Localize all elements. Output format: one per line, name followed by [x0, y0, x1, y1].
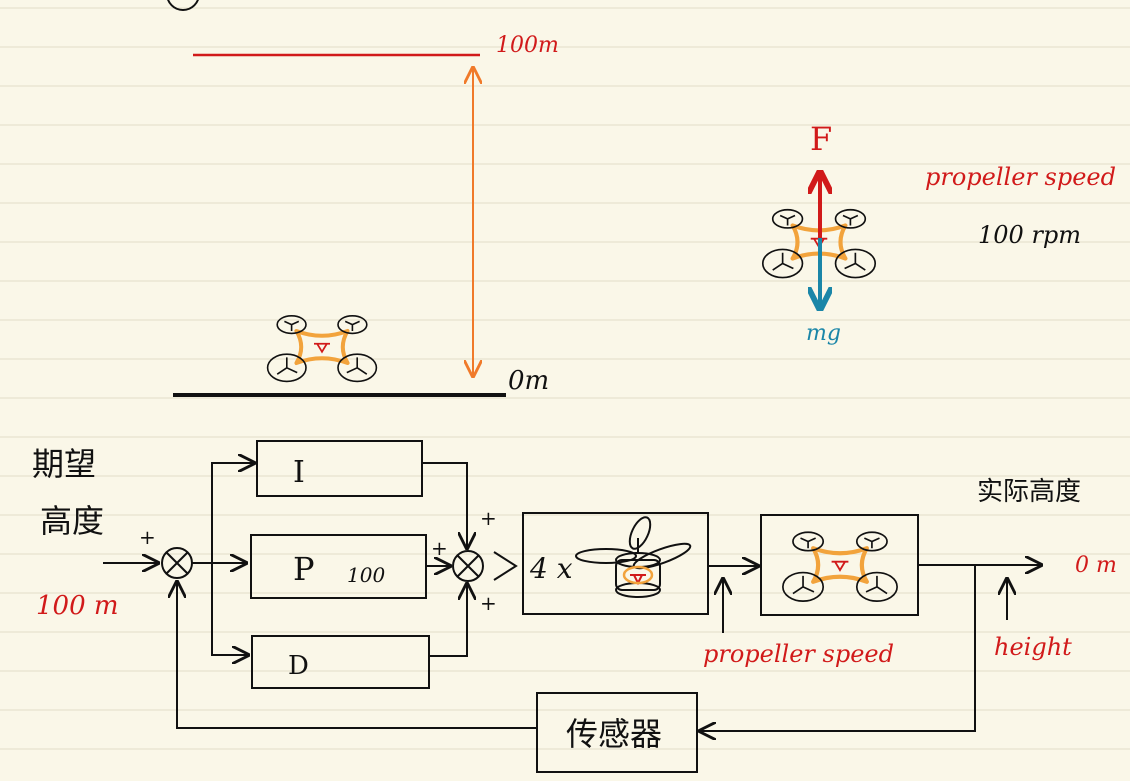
p-plus-sign: +	[431, 536, 448, 560]
pid-summing-junction-icon	[452, 550, 484, 582]
motor-count-label: 4 x	[529, 552, 573, 585]
integral-block	[256, 440, 423, 497]
i-plus-sign: +	[480, 506, 497, 530]
input-plus-sign: +	[139, 525, 156, 549]
controller-output-arrowhead	[493, 551, 518, 581]
derivative-block	[251, 635, 430, 689]
lift-force-label: F	[810, 120, 832, 158]
proportional-block	[250, 534, 427, 599]
drone-on-ground-icon	[268, 316, 377, 382]
d-plus-sign: +	[480, 591, 497, 615]
i-branch-arrow	[211, 463, 254, 563]
height-label: height	[994, 633, 1072, 661]
force-diagram: F mg propeller speed 100 rpm	[763, 120, 1116, 346]
sensor-block	[536, 692, 698, 773]
motor-propeller-icon	[575, 516, 692, 598]
propeller-speed-value: 100 rpm	[978, 221, 1081, 249]
proportional-gain-value: 100	[347, 563, 385, 587]
pid-block-diagram: 期望 高度 100 m + I P 100 D + + +	[32, 440, 1117, 773]
desired-height-title-line1: 期望	[32, 445, 96, 483]
motor-block	[522, 512, 709, 615]
target-altitude-label: 100m	[496, 33, 559, 58]
d-branch-arrow	[211, 563, 248, 655]
section-marker-circle	[167, 0, 199, 11]
gravity-force-label: mg	[806, 321, 841, 346]
sensor-block-label: 传感器	[566, 715, 662, 753]
d-output-arrow	[429, 584, 467, 657]
desired-height-title-line2: 高度	[40, 502, 104, 540]
integral-block-label: I	[293, 455, 305, 490]
error-summing-junction-icon	[161, 547, 193, 579]
sensor-feedback-arrow	[177, 582, 537, 729]
actual-height-title: 实际高度	[977, 477, 1081, 507]
feedback-to-sensor-arrow	[700, 565, 976, 731]
ground-altitude-label: 0m	[508, 366, 549, 396]
propeller-speed-title: propeller speed	[925, 163, 1116, 191]
drone-plant-block	[760, 514, 919, 616]
proportional-block-label: P	[293, 550, 315, 588]
actual-height-value: 0 m	[1075, 553, 1117, 578]
drone-plant-icon	[783, 532, 897, 601]
notebook-ruled-lines	[0, 7, 1130, 750]
altitude-scene: 100m 0m	[167, 0, 559, 397]
i-output-arrow	[422, 462, 467, 548]
propeller-speed-label: propeller speed	[703, 640, 894, 668]
derivative-block-label: D	[288, 651, 309, 681]
desired-height-value: 100 m	[36, 591, 119, 621]
